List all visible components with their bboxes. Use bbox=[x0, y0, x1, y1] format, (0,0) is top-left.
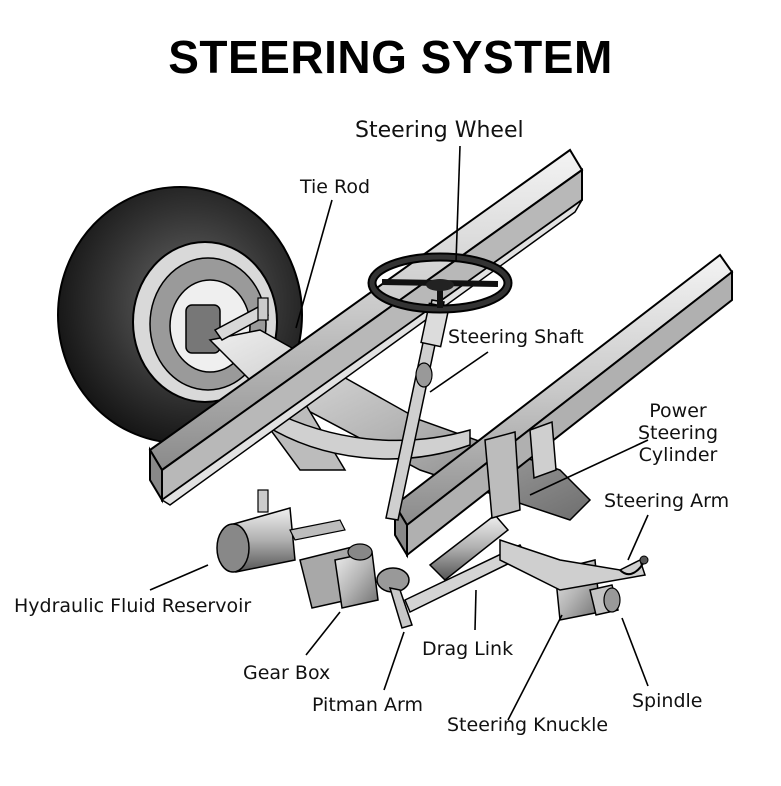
leader-steering-shaft bbox=[429, 351, 489, 393]
leader-steering-arm bbox=[627, 514, 649, 561]
steering-wheel bbox=[367, 252, 513, 314]
leader-steering-wheel bbox=[455, 145, 461, 263]
label-steering-arm: Steering Arm bbox=[604, 490, 730, 512]
label-spindle: Spindle bbox=[632, 690, 703, 712]
spindle bbox=[589, 584, 621, 616]
leader-steering-knuckle bbox=[507, 614, 563, 721]
leader-power-steering-cylinder bbox=[529, 439, 649, 496]
label-steering-shaft: Steering Shaft bbox=[448, 326, 584, 348]
label-hydraulic-fluid-reservoir: Hydraulic Fluid Reservoir bbox=[14, 595, 252, 617]
leader-lines bbox=[149, 145, 649, 721]
leader-hydraulic-reservoir bbox=[149, 564, 209, 591]
label-steering-knuckle: Steering Knuckle bbox=[447, 714, 609, 736]
label-pitman-arm: Pitman Arm bbox=[312, 694, 423, 716]
diagram-title: STEERING SYSTEM bbox=[168, 31, 613, 83]
steering-knuckle bbox=[499, 538, 646, 621]
label-steering-wheel: Steering Wheel bbox=[355, 118, 524, 143]
label-tie-rod: Tie Rod bbox=[300, 176, 371, 198]
label-power-steering-cylinder: Power Steering Cylinder bbox=[632, 400, 724, 466]
leader-tie-rod bbox=[295, 199, 333, 329]
label-gear-box: Gear Box bbox=[243, 662, 331, 684]
leader-pitman-arm bbox=[383, 631, 405, 691]
tie-rod bbox=[213, 297, 270, 341]
frame-rail-front bbox=[148, 148, 584, 506]
leader-spindle bbox=[621, 617, 649, 687]
label-drag-link: Drag Link bbox=[422, 638, 514, 660]
steering-arm bbox=[619, 555, 649, 576]
power-steering-cylinder bbox=[428, 420, 557, 582]
steering-shaft bbox=[385, 299, 450, 521]
label-power-steering-cylinder-line3: Cylinder bbox=[638, 444, 718, 466]
label-power-steering-cylinder-line2: Steering bbox=[637, 422, 719, 444]
gear-box bbox=[299, 543, 379, 609]
label-power-steering-cylinder-line1: Power bbox=[649, 400, 707, 422]
leader-drag-link bbox=[474, 589, 477, 631]
leader-gear-box bbox=[305, 611, 341, 656]
hydraulic-reservoir bbox=[216, 489, 346, 573]
